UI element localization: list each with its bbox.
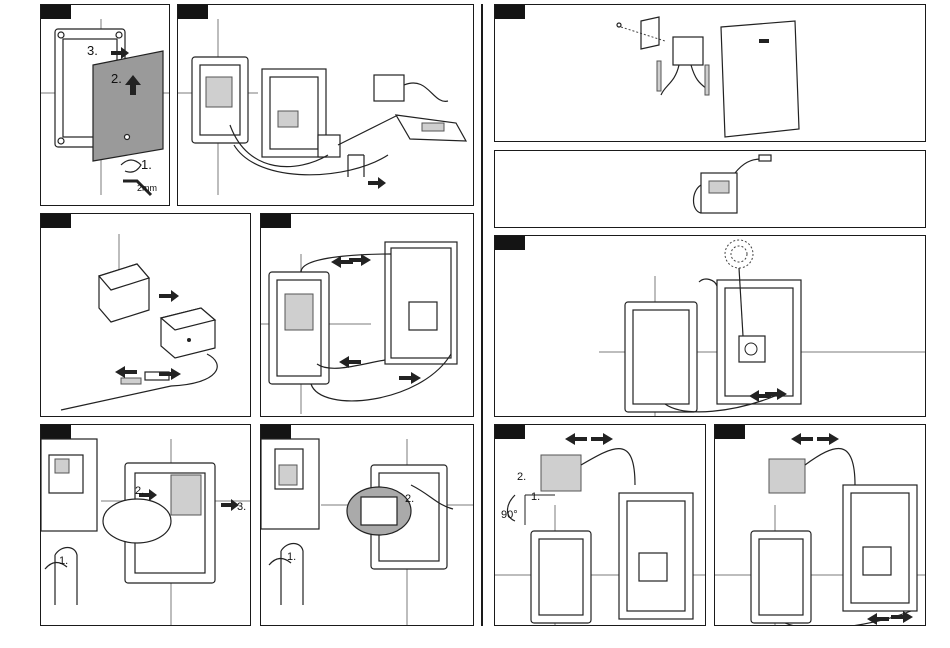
step-label: 2. [405,493,414,505]
step-label: 1. [141,157,152,172]
panel-step-2 [177,4,474,206]
panel-step-7 [494,4,926,142]
rotate-module-illustration [495,425,706,626]
final-assembly-illustration [715,425,926,626]
step-label: 2. [111,71,122,86]
connector-block-illustration [495,151,926,228]
panel-step-6: 1. 2. [260,424,474,626]
panel-step-3 [40,213,251,417]
step-label: 3. [237,501,246,513]
module-install-illustration [261,425,474,626]
wiring-service-illustration [178,5,474,206]
panel-step-5: 1. 2. 3. [40,424,251,626]
panel-step-9 [494,235,926,417]
step-label: 2. [517,471,526,483]
panel-step-8 [494,150,926,228]
tool-size-label: 2mm [137,183,157,193]
panel-step-11 [714,424,926,626]
sensor-plate-exploded-illustration [495,5,926,142]
panel-step-10: 2. 1. 90° [494,424,706,626]
angle-label: 90° [501,509,518,521]
power-supply-disconnect-illustration [41,214,251,417]
step-label: 1. [287,551,296,563]
center-divider [481,4,483,626]
cable-connection-illustration [261,214,474,417]
sensor-test-illustration [495,236,926,417]
cover-removal-illustration [41,5,170,206]
step-label: 2. [135,485,144,497]
step-label: 1. [531,491,540,503]
panel-step-4 [260,213,474,417]
panel-step-1: 3. 2. 1. 2mm [40,4,170,206]
step-label: 1. [59,555,68,567]
module-removal-illustration [41,425,251,626]
step-label: 3. [87,43,98,58]
